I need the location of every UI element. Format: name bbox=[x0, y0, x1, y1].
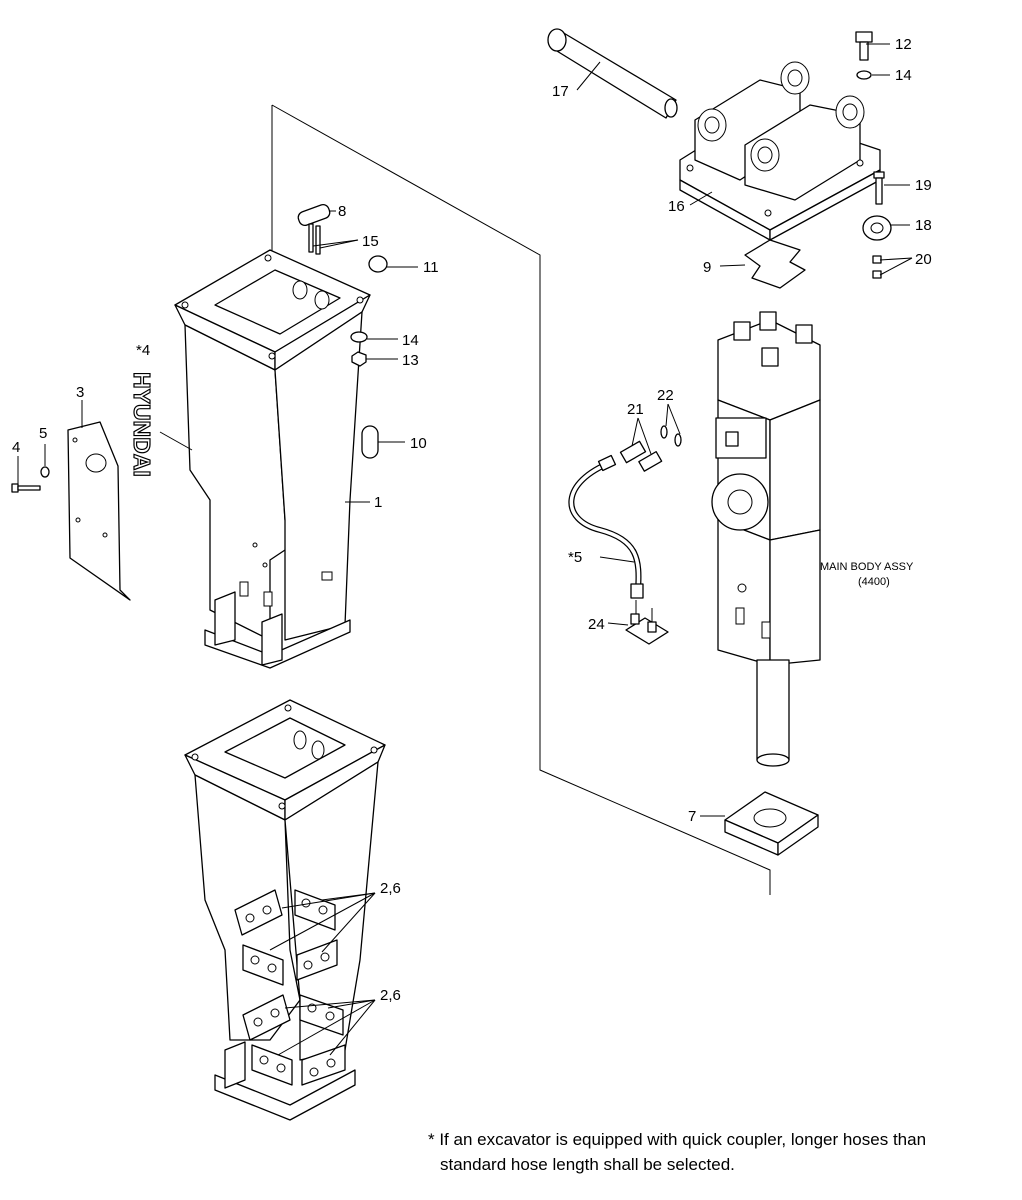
nut-20a bbox=[872, 255, 882, 264]
decal-4: HYUNDAI bbox=[129, 372, 155, 477]
label-3: 3 bbox=[76, 384, 84, 401]
label-21: 21 bbox=[627, 401, 644, 418]
nut-13 bbox=[351, 351, 367, 367]
plug-11 bbox=[368, 255, 388, 273]
label-2-6-lower: 2,6 bbox=[380, 987, 401, 1004]
bolt-12 bbox=[855, 31, 873, 61]
label-13: 13 bbox=[402, 352, 419, 369]
leader-lines bbox=[17, 43, 913, 1056]
hose-5 bbox=[568, 454, 644, 599]
handle-8 bbox=[297, 203, 331, 255]
collar-18 bbox=[862, 215, 892, 241]
washer-5 bbox=[40, 466, 50, 478]
fitting-21b bbox=[638, 451, 663, 472]
label-9: 9 bbox=[703, 259, 711, 276]
wear-plates bbox=[234, 889, 346, 1086]
label-17: 17 bbox=[552, 83, 569, 100]
label-15: 15 bbox=[362, 233, 379, 250]
nut-20b bbox=[872, 270, 882, 279]
assembly-line bbox=[271, 104, 771, 895]
label-22: 22 bbox=[657, 387, 674, 404]
main-body-name: MAIN BODY ASSY bbox=[820, 561, 914, 573]
label-10: 10 bbox=[410, 435, 427, 452]
label-20: 20 bbox=[915, 251, 932, 268]
footnote-line-1: * If an excavator is equipped with quick… bbox=[428, 1130, 926, 1149]
label-14-mid: 14 bbox=[402, 332, 419, 349]
washer-14-mid bbox=[350, 331, 368, 343]
label-14-top: 14 bbox=[895, 67, 912, 84]
bushing-7 bbox=[724, 791, 819, 856]
o-ring-22a bbox=[660, 425, 668, 439]
label-11: 11 bbox=[423, 259, 439, 276]
grommet-10 bbox=[361, 425, 379, 459]
label-24: 24 bbox=[588, 616, 605, 633]
bolt-19 bbox=[873, 171, 885, 205]
fitting-21a bbox=[619, 440, 647, 464]
label-7: 7 bbox=[688, 808, 696, 825]
cushion-9 bbox=[744, 239, 806, 289]
bracket-16 bbox=[679, 61, 881, 241]
main-body-code: (4400) bbox=[858, 576, 890, 588]
label-4-decal: *4 bbox=[136, 342, 150, 359]
label-4: 4 bbox=[12, 439, 20, 456]
label-8: 8 bbox=[338, 203, 346, 220]
bracket-body-1 bbox=[174, 249, 371, 669]
label-5: 5 bbox=[39, 425, 47, 442]
label-12: 12 bbox=[895, 36, 912, 53]
label-2-6-upper: 2,6 bbox=[380, 880, 401, 897]
main-body-assy bbox=[711, 311, 821, 767]
washer-14-top bbox=[856, 70, 872, 80]
label-18: 18 bbox=[915, 217, 932, 234]
footnote-line-2: standard hose length shall be selected. bbox=[440, 1155, 735, 1174]
label-1: 1 bbox=[374, 494, 382, 511]
bolt-4 bbox=[11, 483, 41, 493]
label-16: 16 bbox=[668, 198, 685, 215]
label-5-hose: *5 bbox=[568, 549, 582, 566]
block-24 bbox=[625, 613, 669, 645]
pin-17 bbox=[547, 28, 678, 119]
cover-plate-3 bbox=[67, 421, 131, 601]
o-ring-22b bbox=[674, 433, 682, 447]
label-19: 19 bbox=[915, 177, 932, 194]
